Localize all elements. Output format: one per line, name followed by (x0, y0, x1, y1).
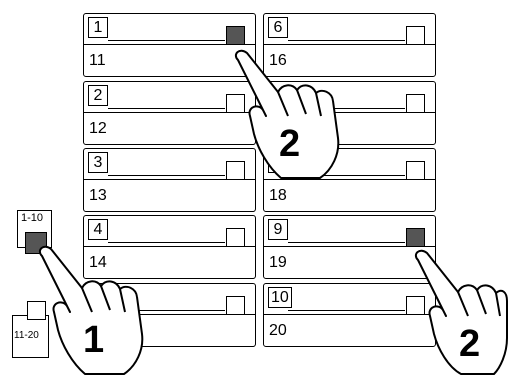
step-number-2a: 2 (279, 123, 300, 165)
step-number-1: 1 (83, 319, 104, 361)
step-number-2b: 2 (459, 323, 480, 365)
